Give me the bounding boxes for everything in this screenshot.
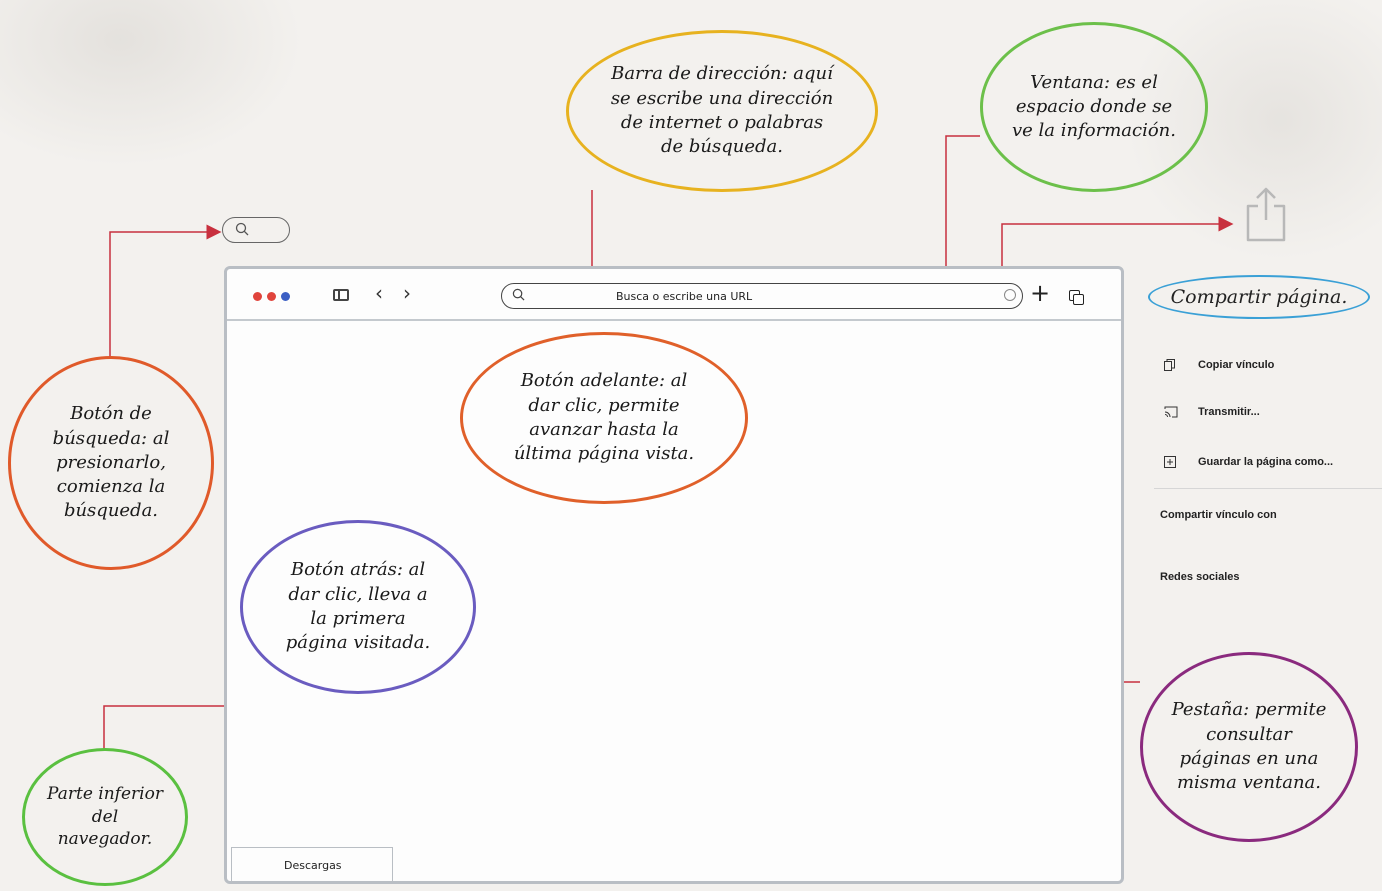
annotation-tab: Pestaña: permite consultar páginas en un… [1140, 652, 1358, 842]
search-icon [512, 288, 525, 301]
search-icon [235, 222, 249, 236]
annotation-back-button: Botón atrás: al dar clic, lleva a la pri… [240, 520, 476, 694]
annotation-window: Ventana: es el espacio donde se ve la in… [980, 22, 1208, 192]
downloads-tab-label: Descargas [284, 859, 342, 872]
search-button-standalone[interactable] [222, 217, 290, 243]
cast-icon [1164, 406, 1178, 418]
annotation-tab-text: Pestaña: permite consultar páginas en un… [1171, 699, 1327, 794]
annotation-bottom-part-text: Parte inferior del navegador. [47, 783, 163, 850]
address-bar[interactable]: Busca o escribe una URL [501, 283, 1023, 309]
cast-item[interactable]: Transmitir... [1164, 406, 1260, 418]
sidebar-toggle-icon[interactable] [333, 289, 349, 301]
minimize-window-dot[interactable] [267, 292, 276, 301]
annotation-forward-button-text: Botón adelante: al dar clic, permite ava… [513, 370, 695, 465]
annotation-back-button-text: Botón atrás: al dar clic, lleva a la pri… [285, 559, 431, 654]
share-icon[interactable] [1244, 186, 1288, 244]
address-bar-placeholder: Busca o escribe una URL [616, 290, 753, 303]
back-button[interactable]: ‹ [375, 281, 383, 305]
share-link-with-heading: Compartir vínculo con [1160, 509, 1277, 521]
forward-button[interactable]: › [403, 281, 411, 305]
annotation-search-button-text: Botón de búsqueda: al presionarlo, comie… [52, 403, 170, 522]
social-networks-heading: Redes sociales [1160, 571, 1240, 583]
copy-link-item[interactable]: Copiar vínculo [1164, 359, 1275, 371]
maximize-window-dot[interactable] [281, 292, 290, 301]
annotation-forward-button: Botón adelante: al dar clic, permite ava… [460, 332, 748, 504]
share-icon[interactable] [1004, 289, 1016, 301]
tabs-overview-icon[interactable] [1069, 290, 1084, 305]
annotation-address-bar: Barra de dirección: aquí se escribe una … [566, 30, 878, 192]
new-tab-button[interactable]: + [1030, 279, 1051, 307]
annotation-search-button: Botón de búsqueda: al presionarlo, comie… [8, 356, 214, 570]
annotation-address-bar-text: Barra de dirección: aquí se escribe una … [610, 63, 834, 158]
save-page-icon [1164, 456, 1176, 468]
annotation-window-text: Ventana: es el espacio donde se ve la in… [1012, 71, 1176, 142]
close-window-dot[interactable] [253, 292, 262, 301]
copy-link-label: Copiar vínculo [1198, 359, 1275, 371]
browser-toolbar: ‹ › Busca o escribe una URL + [227, 269, 1121, 321]
copy-icon [1164, 359, 1175, 371]
search-connector [109, 224, 222, 358]
downloads-tab[interactable]: Descargas [231, 847, 393, 881]
annotation-bottom-part: Parte inferior del navegador. [22, 748, 188, 886]
cast-label: Transmitir... [1198, 406, 1260, 418]
save-page-label: Guardar la página como... [1198, 456, 1334, 468]
share-panel-title: Compartir página. [1148, 275, 1370, 319]
share-divider [1154, 488, 1382, 489]
save-page-item[interactable]: Guardar la página como... [1164, 456, 1334, 468]
